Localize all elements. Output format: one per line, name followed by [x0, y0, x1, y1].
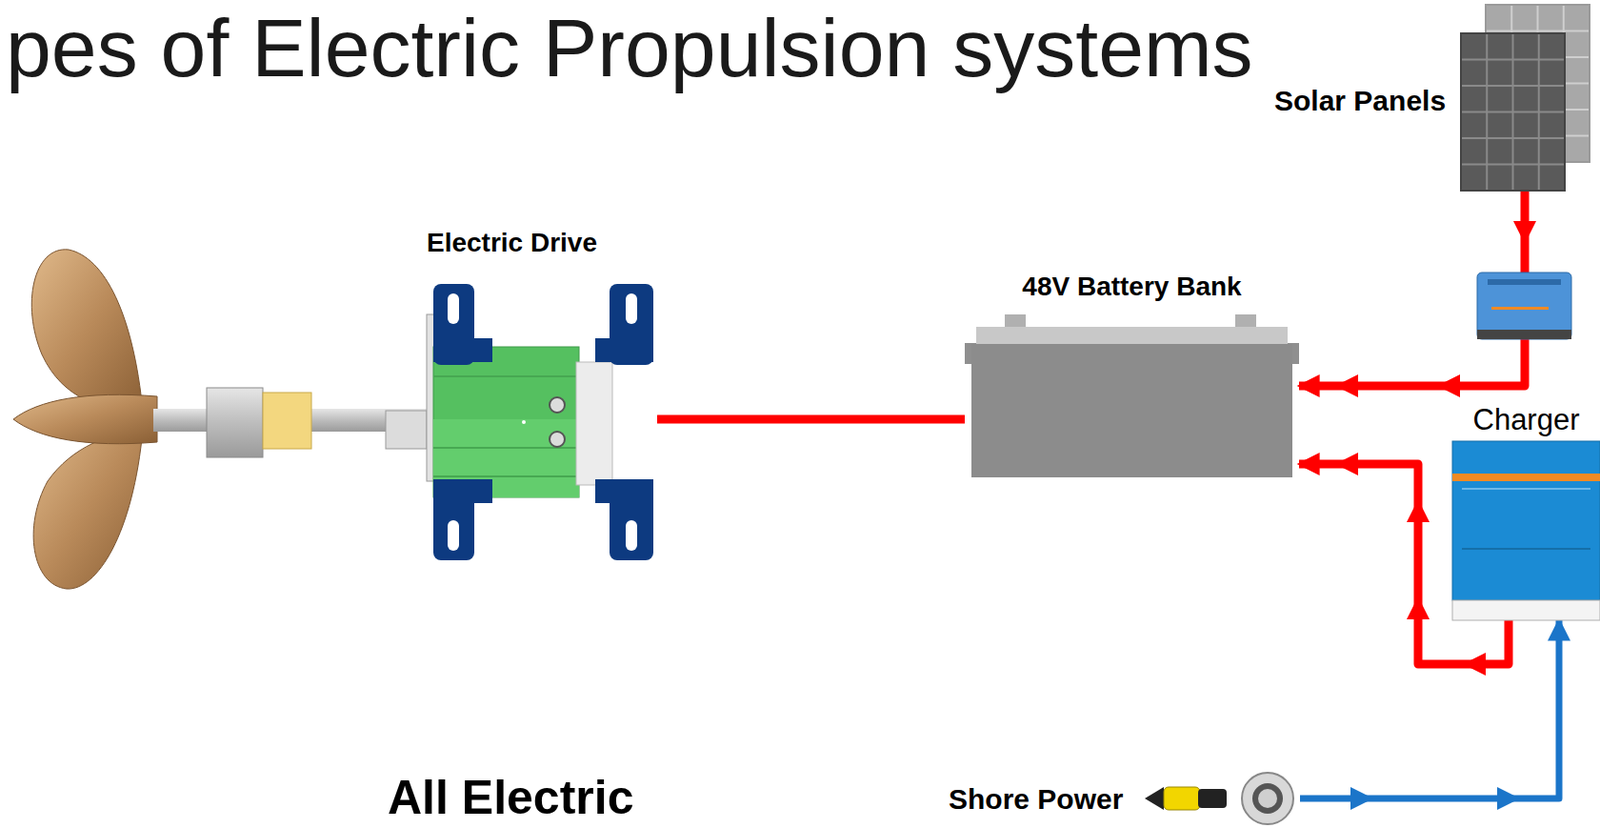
node-label: Solar Panels: [1274, 84, 1446, 117]
power-wire: [657, 415, 965, 424]
shore-power-plug: [1144, 772, 1294, 824]
solar-panels: [1460, 4, 1590, 191]
power-wire: [1300, 620, 1560, 799]
charger-unit: [1452, 440, 1600, 620]
node-label: 48V Battery Bank: [1021, 272, 1241, 302]
shore-power-node: Shore Power: [942, 779, 1300, 820]
node-label: Shore Power: [948, 782, 1123, 815]
charger-node: Charger: [1452, 401, 1600, 620]
system-caption: All Electric: [387, 773, 634, 821]
slide-title: pes of Electric Propulsion systems: [5, 6, 1254, 89]
prop-shaft: [153, 387, 430, 458]
battery-bank: [964, 314, 1300, 478]
flow-arrow: [1335, 220, 1537, 676]
electric-drive-node: Electric Drive: [419, 220, 658, 562]
node-label: Electric Drive: [426, 228, 598, 259]
propeller: [13, 249, 158, 589]
electric-drive-motor: [426, 283, 654, 560]
battery-bank-node: 48V Battery Bank: [964, 270, 1300, 478]
mppt-controller: [1477, 272, 1572, 340]
node-label: Charger: [1473, 403, 1580, 437]
flow-arrow: [1350, 786, 1520, 810]
solar-panels-node: Solar Panels: [1266, 2, 1593, 191]
